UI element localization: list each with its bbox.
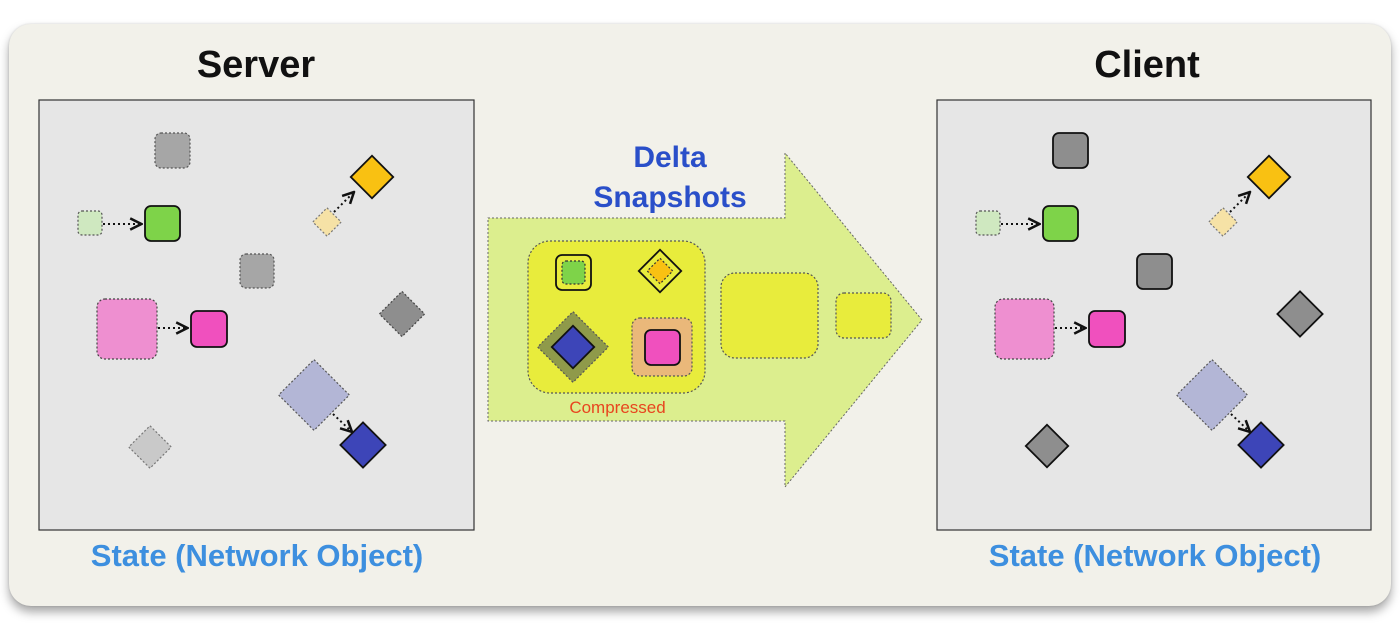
packet-large	[720, 272, 819, 359]
gray-diamond-2	[1024, 423, 1070, 469]
gray-square-2	[1136, 253, 1173, 290]
client-caption: State (Network Object)	[988, 538, 1322, 573]
client-title: Client	[1094, 44, 1200, 86]
gray-ghost-square-2	[239, 253, 275, 289]
blue-diamond	[339, 421, 387, 469]
pink-ghost-square	[994, 298, 1055, 360]
gray-ghost-diamond	[378, 290, 426, 338]
client-panel	[936, 99, 1372, 531]
green-ghost-square	[77, 210, 103, 236]
gray-ghost-diamond-2	[127, 424, 173, 470]
green-ghost-square	[975, 210, 1001, 236]
gray-square	[1052, 132, 1089, 169]
compressed-label: Compressed	[569, 398, 666, 417]
gray-diamond	[1276, 290, 1324, 338]
delta-snapshots-label: Delta Snapshots	[560, 138, 780, 218]
server-panel	[38, 99, 475, 531]
blue-ghost-diamond	[277, 358, 351, 432]
delta-label-line2: Snapshots	[593, 181, 747, 214]
gray-ghost-square	[154, 132, 191, 169]
server-title: Server	[196, 44, 316, 86]
yellow-ghost-diamond	[312, 207, 342, 237]
yellow-ghost-diamond	[1208, 207, 1238, 237]
pink-ghost-square	[96, 298, 158, 360]
green-square	[1042, 205, 1079, 242]
magenta-square	[1088, 310, 1126, 348]
server-caption: State (Network Object)	[90, 538, 424, 573]
blue-ghost-diamond	[1175, 358, 1249, 432]
yellow-diamond	[1246, 154, 1292, 200]
yellow-diamond	[349, 154, 395, 200]
delta-label-line1: Delta	[633, 141, 707, 174]
green-square	[144, 205, 181, 242]
delta-arrow	[487, 151, 923, 489]
magenta-square	[190, 310, 228, 348]
blue-diamond	[1237, 421, 1285, 469]
packet-small	[835, 292, 892, 339]
